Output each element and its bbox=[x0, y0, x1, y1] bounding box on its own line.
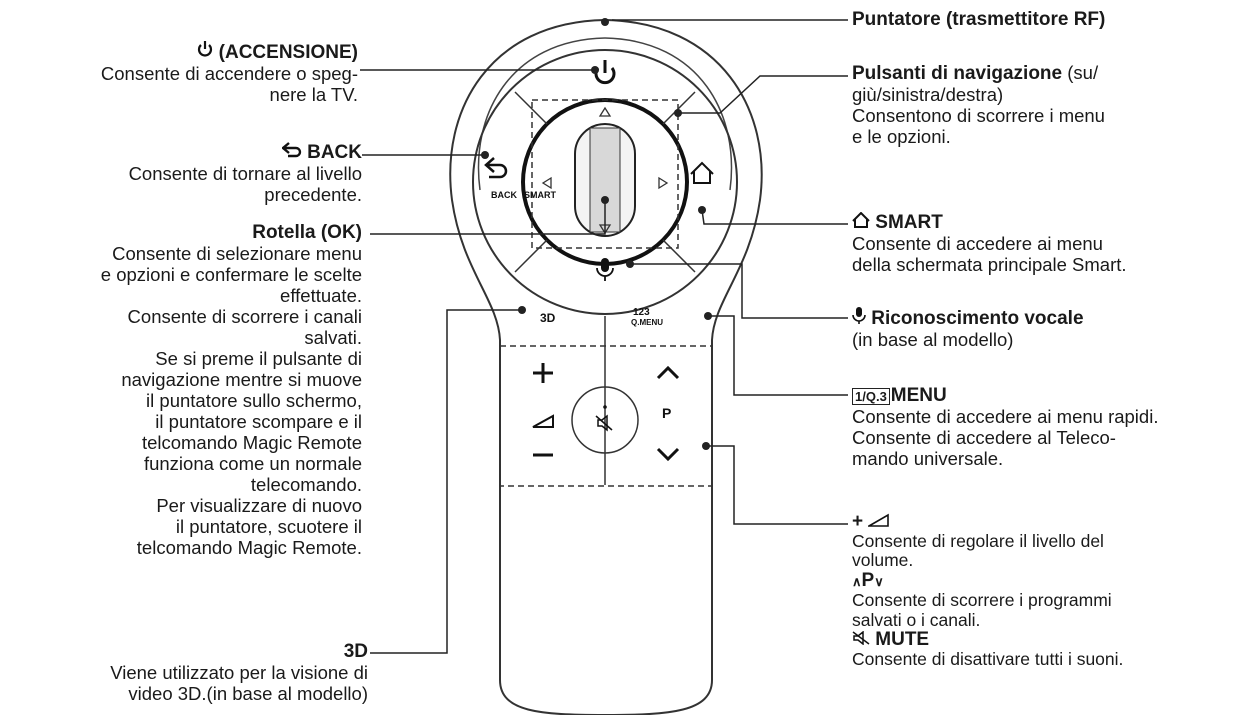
wheel-desc-2: e opzioni e confermare le scelte bbox=[100, 264, 362, 285]
qmenu-title: MENU bbox=[890, 385, 947, 406]
smart-desc-2: della schermata principale Smart. bbox=[852, 254, 1127, 275]
wheel-desc-5: salvati. bbox=[304, 327, 362, 348]
power-icon bbox=[198, 41, 213, 57]
pointer-title: Puntatore (trasmettitore RF) bbox=[852, 9, 1106, 30]
chevron-up-icon: ∧ bbox=[852, 573, 862, 589]
back-icon bbox=[281, 142, 302, 158]
power-desc-1: Consente di accendere o speg- bbox=[100, 63, 358, 84]
callout-volume: + Consente di regolare il livello del vo… bbox=[852, 512, 1242, 669]
mute-desc-1: Consente di disattivare tutti i suoni. bbox=[852, 648, 1124, 669]
remote-qmenu-bottom: Q.MENU bbox=[631, 318, 663, 327]
chevron-down-icon: ∨ bbox=[874, 573, 884, 589]
wheel-desc-15: telcomando Magic Remote. bbox=[136, 537, 362, 558]
nav-up-arrow bbox=[598, 106, 612, 117]
qmenu-desc-3: mando universale. bbox=[852, 448, 1004, 469]
navigation-title: Pulsanti di navigazione bbox=[852, 63, 1063, 84]
callout-back: BACK Consente di tornare al livello prec… bbox=[40, 141, 362, 205]
qmenu-box-icon: 1/Q.3 bbox=[852, 388, 890, 405]
volume-title: + bbox=[852, 511, 864, 532]
remote-back-label: BACK bbox=[491, 190, 517, 200]
remote-qmenu-top: 123 bbox=[633, 307, 650, 318]
navigation-title-suffix: (su/ bbox=[1067, 62, 1099, 83]
callout-navigation: Pulsanti di navigazione (su/ giù/sinistr… bbox=[852, 62, 1242, 147]
wheel-title: Rotella (OK) bbox=[252, 222, 362, 243]
wheel-desc-10: telcomando Magic Remote bbox=[141, 432, 362, 453]
wheel-desc-8: il puntatore sullo schermo, bbox=[146, 390, 362, 411]
wheel-desc-13: Per visualizzare di nuovo bbox=[156, 495, 362, 516]
volume-leader bbox=[706, 445, 848, 525]
wheel-desc-1: Consente di selezionare menu bbox=[112, 243, 362, 264]
navigation-desc-2: Consentono di scorrere i menu bbox=[852, 105, 1105, 126]
remote-3d-label: 3D bbox=[540, 311, 556, 325]
mute-title: MUTE bbox=[875, 629, 930, 650]
volume-plus-icon bbox=[533, 363, 553, 383]
callout-3d: 3D Viene utilizzato per la visione di vi… bbox=[0, 641, 368, 704]
wheel-desc-11: funziona come un normale bbox=[143, 453, 362, 474]
back-icon bbox=[484, 157, 508, 179]
wheel-desc-6: Se si preme il pulsante di bbox=[155, 348, 362, 369]
voice-title: Riconoscimento vocale bbox=[871, 308, 1084, 329]
back-desc-2: precedente. bbox=[264, 184, 362, 205]
smart-desc-1: Consente di accedere ai menu bbox=[852, 233, 1103, 254]
wheel-desc-4: Consente di scorrere i canali bbox=[127, 306, 362, 327]
navigation-leader bbox=[678, 75, 848, 114]
wheel-desc-7: navigazione mentre si muove bbox=[121, 369, 362, 390]
program-desc-1: Consente di scorrere i programmi bbox=[852, 590, 1112, 610]
nav-left-arrow bbox=[541, 176, 552, 190]
wheel-leader bbox=[370, 200, 606, 235]
program-up-icon bbox=[656, 365, 680, 380]
home-icon bbox=[690, 161, 714, 184]
volume-desc-1: Consente di regolare il livello del bbox=[852, 530, 1104, 551]
three-d-desc-1: Viene utilizzato per la visione di bbox=[110, 662, 368, 683]
smart-leader bbox=[701, 209, 848, 225]
three-d-leader bbox=[370, 309, 522, 654]
navigation-ring bbox=[472, 49, 738, 315]
home-icon bbox=[852, 212, 870, 228]
callout-voice: Riconoscimento vocale (in base al modell… bbox=[852, 306, 1242, 350]
volume-ramp-icon bbox=[532, 414, 554, 428]
navigation-dashed-box bbox=[531, 99, 679, 249]
qmenu-desc-1: Consente di accedere ai menu rapidi. bbox=[852, 406, 1159, 427]
three-d-desc-2: video 3D.(in base al modello) bbox=[128, 683, 368, 704]
navigation-desc-1: giù/sinistra/destra) bbox=[852, 84, 1004, 105]
program-down-icon bbox=[656, 447, 680, 462]
remote-top-ring bbox=[477, 37, 606, 191]
wheel-desc-14: il puntatore, scuotere il bbox=[175, 516, 362, 537]
mic-icon bbox=[852, 307, 866, 324]
program-title: P bbox=[861, 569, 875, 591]
mic-icon bbox=[596, 258, 614, 281]
mute-button bbox=[571, 386, 639, 454]
voice-desc-1: (in base al modello) bbox=[852, 329, 1014, 350]
volume-program-dashed-box bbox=[499, 345, 713, 487]
wheel-desc-12: telecomando. bbox=[250, 474, 362, 495]
voice-leader bbox=[630, 263, 848, 319]
nav-right-arrow bbox=[658, 176, 669, 190]
qmenu-leader bbox=[708, 315, 848, 396]
remote-body bbox=[449, 18, 763, 715]
program-desc-2: salvati o i canali. bbox=[852, 609, 981, 630]
wheel-desc-3: effettuate. bbox=[280, 285, 362, 306]
power-desc-2: nere la TV. bbox=[269, 84, 358, 105]
back-title: BACK bbox=[307, 142, 362, 163]
qmenu-desc-2: Consente di accedere al Teleco- bbox=[852, 427, 1116, 448]
callout-power: (ACCENSIONE) Consente di accendere o spe… bbox=[40, 40, 358, 105]
callout-wheel: Rotella (OK) Consente di selezionare men… bbox=[0, 222, 362, 558]
volume-desc-2: volume. bbox=[852, 550, 914, 570]
remote-p-label: P bbox=[662, 405, 671, 421]
mute-icon bbox=[852, 631, 870, 645]
remote-smart-label: SMART bbox=[524, 190, 556, 200]
back-desc-1: Consente di tornare al livello bbox=[128, 163, 362, 184]
power-title: (ACCENSIONE) bbox=[218, 42, 358, 63]
volume-ramp-icon bbox=[868, 513, 890, 527]
smart-title: SMART bbox=[875, 212, 943, 233]
callout-pointer: Puntatore (trasmettitore RF) bbox=[852, 8, 1242, 30]
navigation-desc-3: e le opzioni. bbox=[852, 126, 951, 147]
wheel-desc-9: il puntatore scompare e il bbox=[155, 411, 362, 432]
callout-smart: SMART Consente di accedere ai menu della… bbox=[852, 212, 1242, 275]
three-d-title: 3D bbox=[343, 641, 368, 662]
mute-icon bbox=[595, 414, 613, 432]
